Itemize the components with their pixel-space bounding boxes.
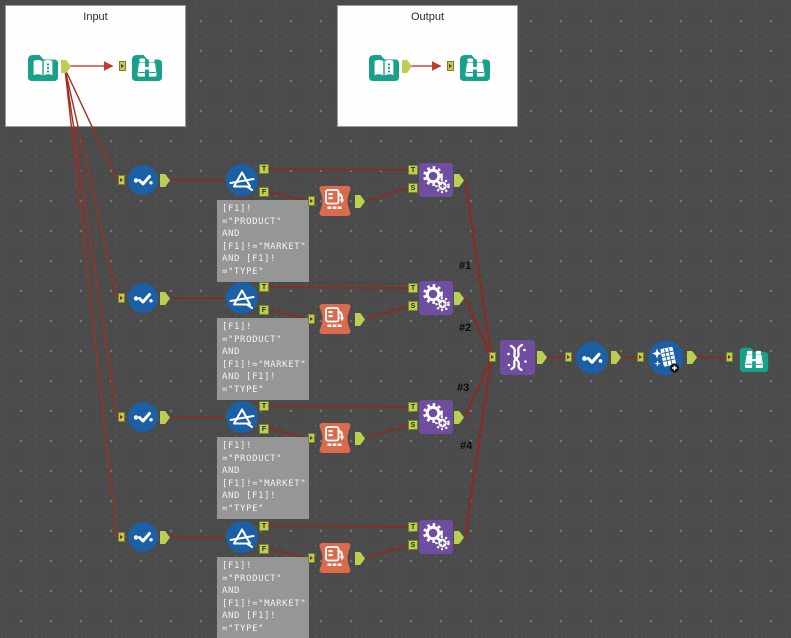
dot-check-icon	[128, 165, 158, 195]
browse-tool[interactable]	[737, 341, 771, 375]
input-anchor[interactable]	[308, 196, 315, 206]
input-anchor[interactable]	[118, 532, 125, 542]
filter-true-anchor[interactable]: T	[259, 401, 269, 411]
union-tool[interactable]	[500, 340, 535, 375]
connection-order-label: #2	[459, 322, 472, 334]
tool-annotation[interactable]: [F1]! ="PRODUCT" AND [F1]!="MARKET" AND …	[217, 437, 309, 519]
input-anchor[interactable]	[118, 293, 125, 303]
open-book-icon	[28, 55, 58, 81]
table-curved-arrow-icon	[319, 186, 351, 216]
open-book-icon	[369, 55, 399, 81]
sparkle-table-plus-icon	[648, 340, 684, 376]
output-anchor[interactable]	[160, 531, 170, 544]
append-source-anchor[interactable]: S	[408, 420, 418, 430]
workflow-branch: T F [F1]! ="PRODUCT" AND [F1]!="MARKET" …	[0, 517, 520, 638]
filter-true-anchor[interactable]: T	[259, 282, 269, 292]
data-cleansing-tool[interactable]	[648, 340, 685, 377]
output-anchor[interactable]	[454, 174, 464, 187]
select-tool[interactable]	[576, 342, 608, 374]
workflow-branch: T F [F1]! ="PRODUCT" AND [F1]!="MARKET" …	[0, 160, 520, 290]
gears-plus-icon	[419, 163, 453, 197]
gears-plus-icon	[419, 281, 453, 315]
append-source-anchor[interactable]: S	[408, 183, 418, 193]
table-curved-arrow-icon	[319, 543, 351, 573]
input-anchor[interactable]	[308, 553, 315, 563]
output-anchor[interactable]	[355, 432, 365, 445]
workflow-branch: T F [F1]! ="PRODUCT" AND [F1]!="MARKET" …	[0, 278, 520, 408]
output-anchor[interactable]	[355, 552, 365, 565]
dot-check-icon	[128, 522, 158, 552]
output-anchor[interactable]	[611, 351, 621, 364]
append-target-anchor[interactable]: T	[408, 402, 418, 412]
input-anchor[interactable]	[637, 352, 644, 362]
binoculars-icon	[739, 347, 769, 373]
output-anchor[interactable]	[160, 174, 170, 187]
output-anchor[interactable]	[160, 292, 170, 305]
output-anchor[interactable]	[537, 351, 547, 364]
connection-order-label: #3	[457, 382, 470, 394]
tool-annotation[interactable]: [F1]! ="PRODUCT" AND [F1]!="MARKET" AND …	[217, 200, 309, 282]
table-curved-arrow-icon	[319, 423, 351, 453]
gears-plus-icon	[419, 520, 453, 554]
text-input-tool[interactable]	[25, 48, 61, 84]
table-curved-arrow-icon	[319, 304, 351, 334]
binoculars-icon	[132, 55, 162, 81]
funnel-slash-icon	[226, 401, 258, 433]
tool-annotation[interactable]: [F1]! ="PRODUCT" AND [F1]!="MARKET" AND …	[217, 318, 309, 400]
append-target-anchor[interactable]: T	[408, 522, 418, 532]
output-anchor[interactable]	[454, 292, 464, 305]
input-anchor[interactable]	[308, 433, 315, 443]
input-anchor[interactable]	[489, 352, 496, 362]
filter-false-anchor[interactable]: F	[259, 544, 269, 554]
input-anchor[interactable]	[308, 314, 315, 324]
browse-tool[interactable]	[129, 48, 165, 84]
gears-plus-icon	[419, 400, 453, 434]
filter-false-anchor[interactable]: F	[259, 187, 269, 197]
filter-true-anchor[interactable]: T	[259, 521, 269, 531]
output-anchor[interactable]	[454, 411, 464, 424]
dot-check-icon	[576, 342, 608, 374]
append-source-anchor[interactable]: S	[408, 301, 418, 311]
filter-true-anchor[interactable]: T	[259, 164, 269, 174]
input-anchor[interactable]	[119, 61, 126, 71]
browse-tool[interactable]	[457, 48, 493, 84]
dot-check-icon	[128, 402, 158, 432]
input-anchor[interactable]	[565, 352, 572, 362]
append-source-anchor[interactable]: S	[408, 540, 418, 550]
output-anchor[interactable]	[687, 351, 697, 364]
workflow-branch: T F [F1]! ="PRODUCT" AND [F1]!="MARKET" …	[0, 397, 520, 527]
output-anchor[interactable]	[160, 411, 170, 424]
output-anchor[interactable]	[454, 531, 464, 544]
filter-false-anchor[interactable]: F	[259, 305, 269, 315]
input-anchor[interactable]	[726, 352, 733, 362]
binoculars-icon	[460, 55, 490, 81]
input-anchor[interactable]	[447, 61, 454, 71]
dot-check-icon	[128, 283, 158, 313]
connection-order-label: #4	[460, 440, 473, 452]
filter-false-anchor[interactable]: F	[259, 424, 269, 434]
input-anchor[interactable]	[118, 412, 125, 422]
tool-annotation[interactable]: [F1]! ="PRODUCT" AND [F1]!="MARKET" AND …	[217, 557, 309, 638]
text-input-tool[interactable]	[366, 48, 402, 84]
append-target-anchor[interactable]: T	[408, 283, 418, 293]
connection-order-label: #1	[459, 260, 472, 272]
funnel-slash-icon	[226, 164, 258, 196]
input-anchor[interactable]	[118, 175, 125, 185]
container-title: Output	[410, 11, 445, 23]
append-target-anchor[interactable]: T	[408, 165, 418, 175]
output-anchor[interactable]	[355, 313, 365, 326]
funnel-slash-icon	[226, 282, 258, 314]
funnel-slash-icon	[226, 521, 258, 553]
output-anchor[interactable]	[355, 195, 365, 208]
helix-icon	[500, 340, 535, 375]
container-title: Input	[83, 11, 108, 23]
